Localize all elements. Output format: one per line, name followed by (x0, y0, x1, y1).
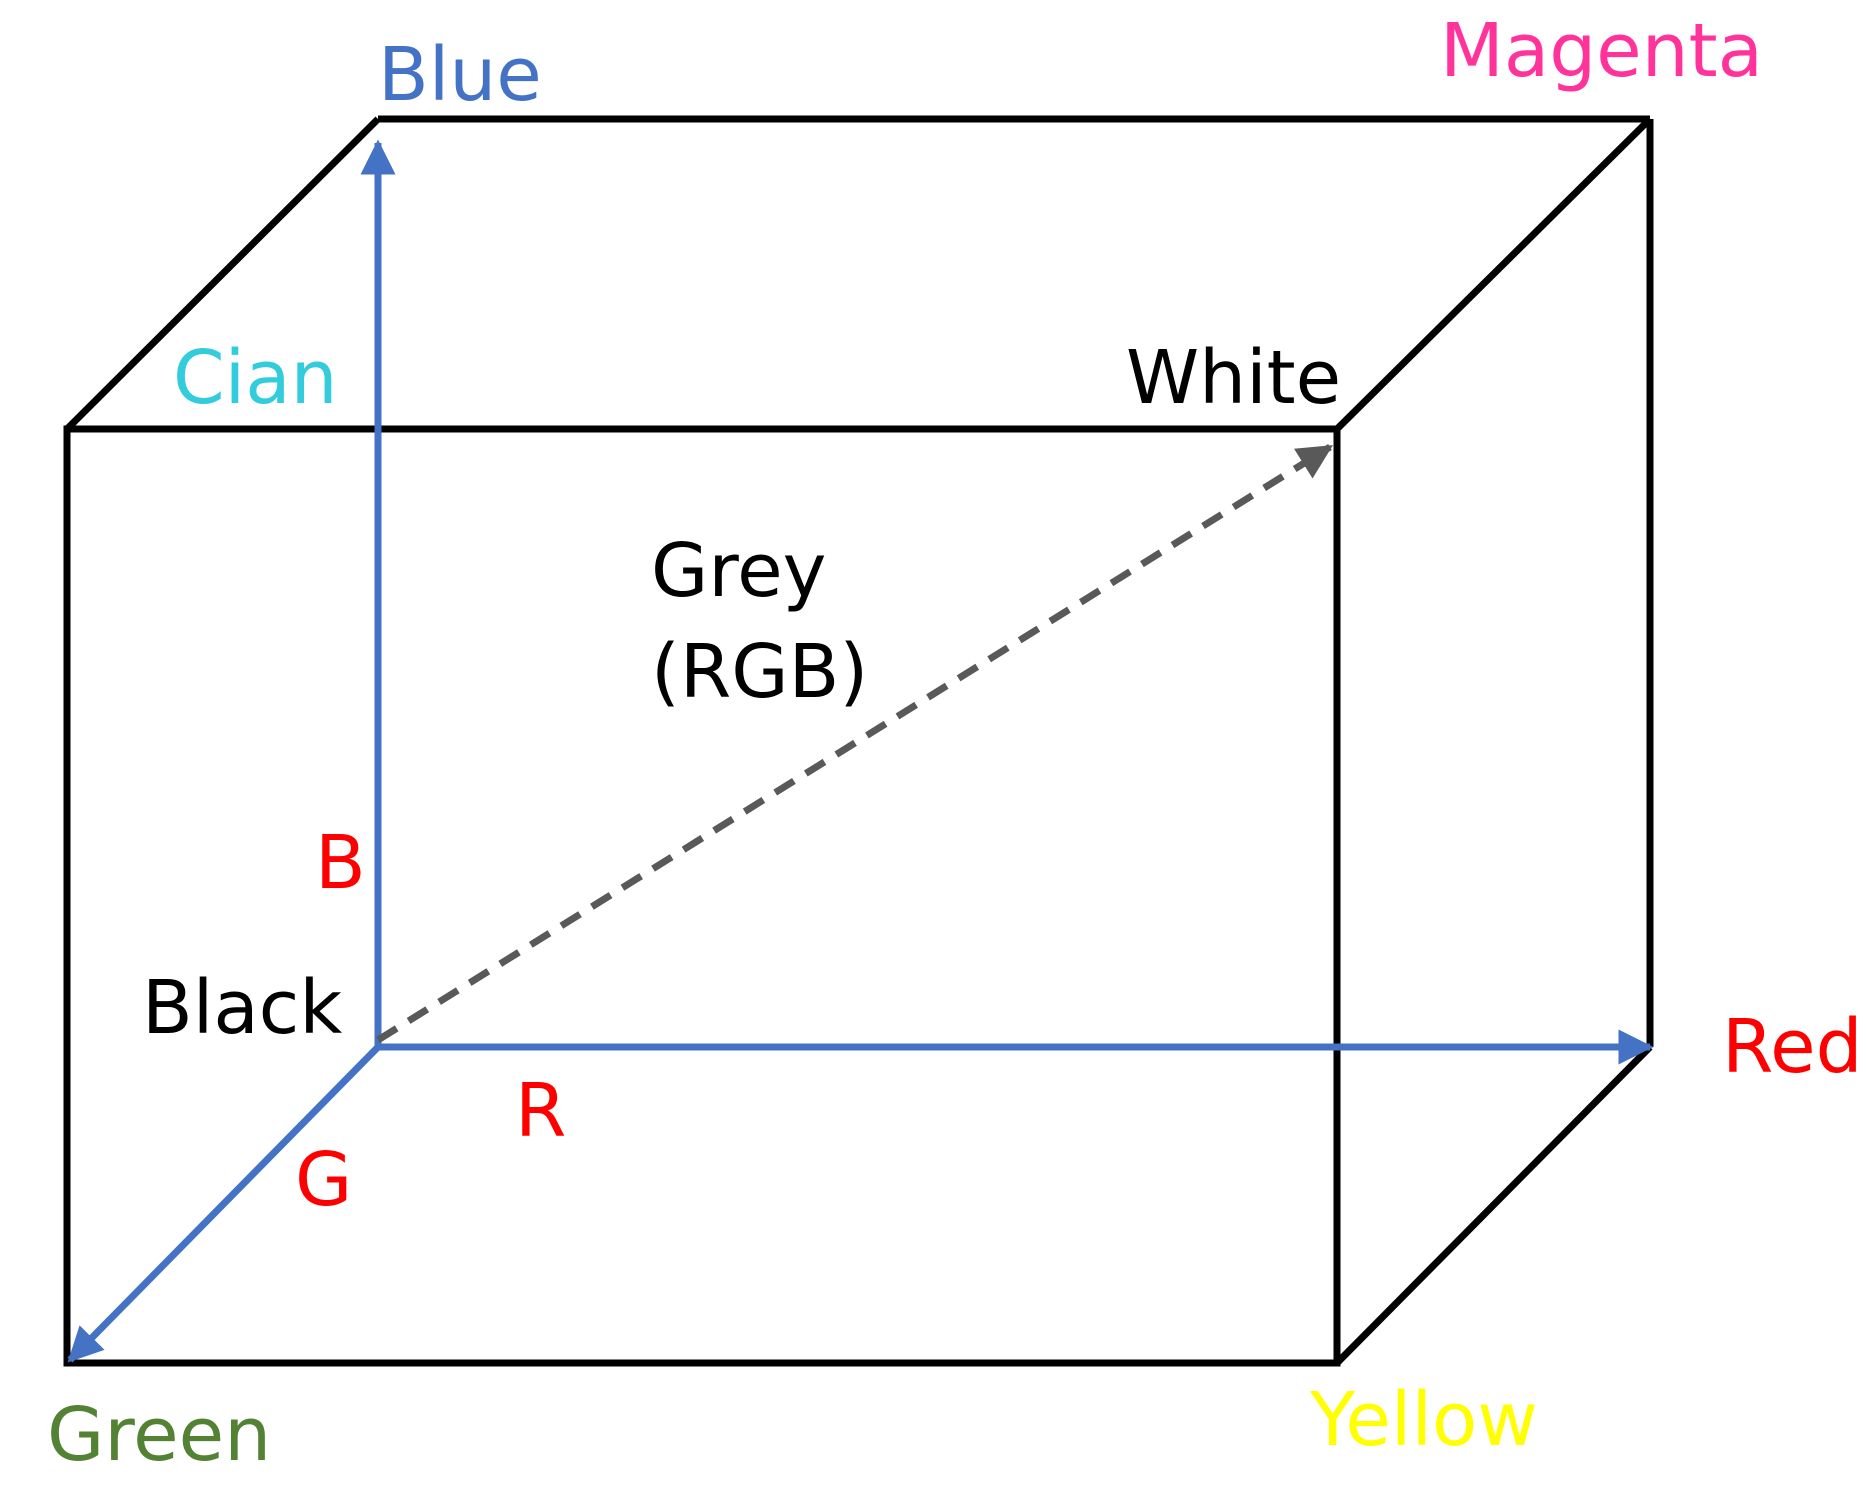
cube-bottom-right-diagonal-edge (1334, 1044, 1653, 1366)
magenta-corner-label: Magenta (1440, 8, 1763, 94)
grey-diagonal-arrow (376, 444, 1333, 1043)
cian-corner-label: Cian (173, 335, 337, 421)
rgb-axes (67, 139, 1654, 1363)
cube-front-face (63, 425, 1341, 1367)
cube-edges (63, 115, 1654, 1367)
r-axis-letter: R (515, 1068, 566, 1154)
grey-diagonal-label-line1: Grey (651, 528, 826, 614)
green-axis-arrow (67, 1044, 381, 1363)
green-corner-label: Green (47, 1392, 271, 1478)
grey-diagonal-label-line2: (RGB) (651, 629, 868, 715)
black-corner-label: Black (142, 965, 342, 1051)
cube-top-right-diagonal-edge (1334, 116, 1653, 432)
cube-top-left-diagonal-edge (64, 116, 381, 432)
red-corner-label: Red (1722, 1004, 1863, 1090)
blue-corner-label: Blue (378, 32, 542, 118)
yellow-corner-label: Yellow (1309, 1377, 1538, 1463)
white-corner-label: White (1126, 335, 1341, 421)
b-axis-letter: B (315, 820, 366, 906)
g-axis-letter: G (295, 1137, 352, 1223)
